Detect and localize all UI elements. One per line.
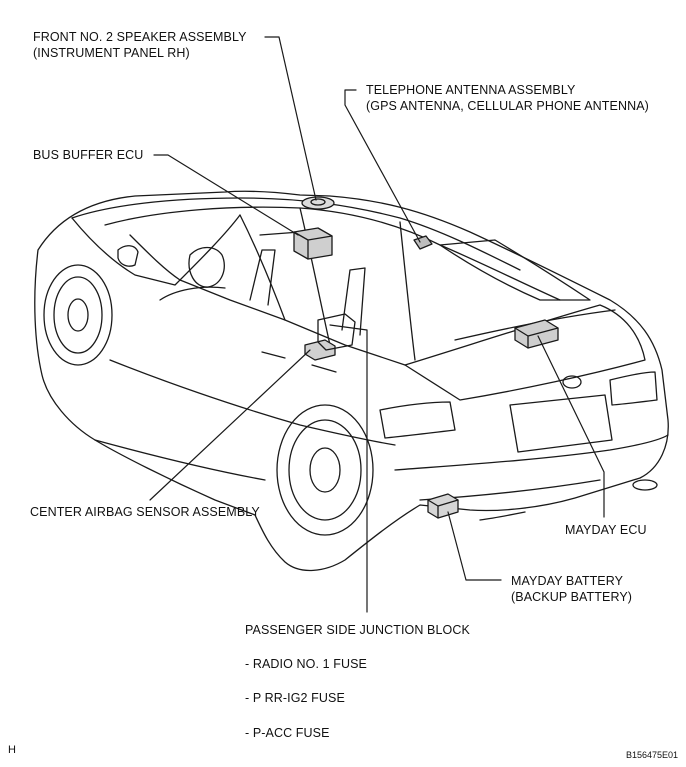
car-body-outline <box>34 190 669 572</box>
leader-airbag-sensor <box>149 349 311 501</box>
mayday-battery-component <box>427 493 459 519</box>
leader-tel-antenna <box>344 89 421 243</box>
label-fuse-p-rr-ig2: - P RR-IG2 FUSE <box>245 691 345 705</box>
side-mirror <box>117 245 139 267</box>
door-handle-front <box>261 351 286 359</box>
telephone-antenna-component <box>413 235 433 250</box>
label-center-airbag-sensor: CENTER AIRBAG SENSOR ASSEMBLY <box>30 505 260 519</box>
steering-wheel <box>188 246 225 288</box>
label-front-speaker-line2: (INSTRUMENT PANEL RH) <box>33 46 190 60</box>
windshield <box>71 214 241 286</box>
leader-front-speaker <box>264 36 317 201</box>
leader-junction-block <box>329 324 368 613</box>
label-bus-buffer-ecu: BUS BUFFER ECU <box>33 148 144 162</box>
front-speaker-component <box>301 196 335 210</box>
label-front-speaker-line1: FRONT NO. 2 SPEAKER ASSEMBLY <box>33 30 247 44</box>
tail-light-left <box>379 401 456 439</box>
label-tel-antenna-line1: TELEPHONE ANTENNA ASSEMBLY <box>366 83 576 97</box>
label-fuse-radio: - RADIO NO. 1 FUSE <box>245 657 367 671</box>
corner-code: H <box>8 744 16 756</box>
label-fuse-p-acc: - P-ACC FUSE <box>245 726 330 740</box>
tail-light-right <box>609 371 658 406</box>
leader-bus-buffer <box>153 154 299 236</box>
rear-window <box>439 239 591 301</box>
junction-block-component <box>317 313 356 351</box>
rear-wheel <box>276 404 374 536</box>
front-wheel <box>43 264 113 366</box>
license-plate-recess <box>509 394 613 453</box>
leader-mayday-ecu <box>537 335 605 518</box>
rear-bumper <box>394 434 669 471</box>
trunk-lid <box>404 304 646 401</box>
leader-mayday-battery <box>447 511 502 581</box>
mayday-ecu-component <box>514 319 559 349</box>
label-passenger-junction-block: PASSENGER SIDE JUNCTION BLOCK <box>245 623 470 637</box>
leader-lines <box>149 36 605 613</box>
figure-id: B156475E01 <box>626 750 679 760</box>
label-mayday-battery-line2: (BACKUP BATTERY) <box>511 590 633 604</box>
label-mayday-ecu: MAYDAY ECU <box>565 523 647 537</box>
bus-buffer-ecu-component <box>293 227 333 260</box>
door-handle-rear <box>311 364 337 373</box>
label-tel-antenna-line2: (GPS ANTENNA, CELLULAR PHONE ANTENNA) <box>366 99 649 113</box>
label-mayday-battery-line1: MAYDAY BATTERY <box>511 574 624 588</box>
